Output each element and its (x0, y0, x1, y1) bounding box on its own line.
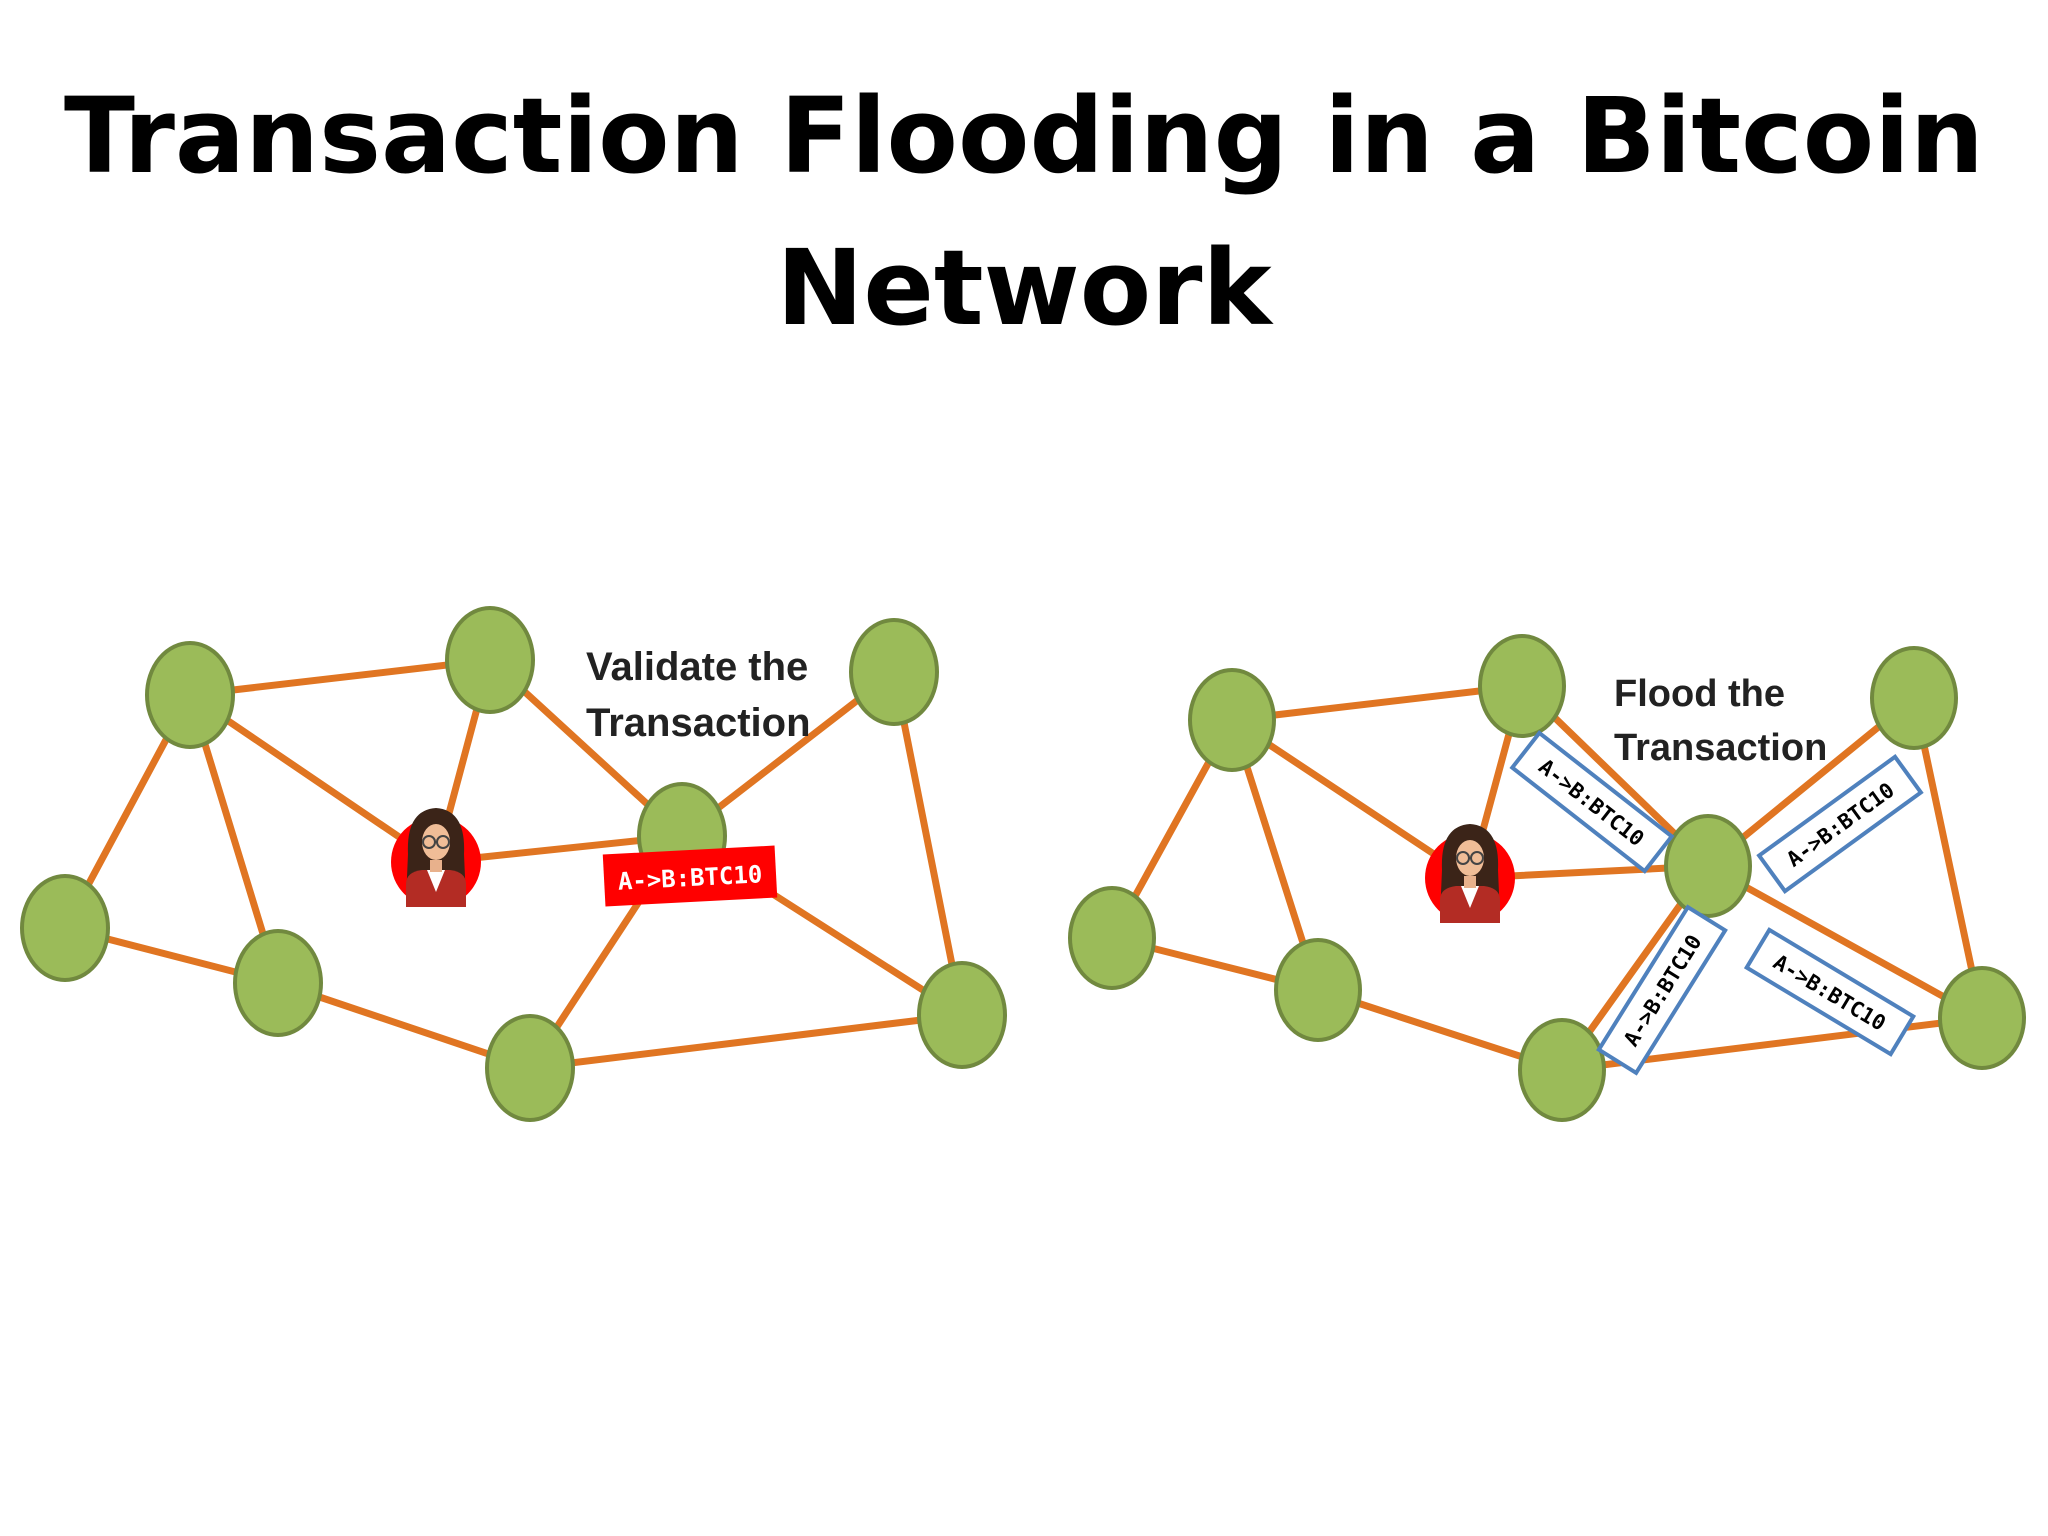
edge (1704, 862, 1986, 1022)
edge (186, 656, 494, 699)
network-node (917, 961, 1007, 1069)
title-line-2: Network (776, 227, 1272, 349)
network-node (445, 606, 535, 714)
network-node (233, 929, 323, 1037)
network-node (20, 874, 110, 982)
network-node (849, 618, 939, 726)
network-node (1068, 886, 1156, 990)
left-network: A->B:BTC10 Validate the Transaction (20, 606, 1007, 1122)
network-node (1938, 966, 2026, 1070)
edge (1228, 682, 1526, 724)
network-node (1518, 1018, 1606, 1122)
network-node (1664, 814, 1752, 918)
left-transaction-tag: A->B:BTC10 (602, 845, 778, 907)
right-network: A->B:BTC10 A->B:BTC10 A->B:BTC10 A->B:BT… (1068, 634, 2026, 1122)
edge (1910, 694, 1986, 1022)
edge (1228, 716, 1474, 882)
network-node (145, 641, 235, 749)
edge (526, 1011, 966, 1072)
network-node (1274, 938, 1362, 1042)
network-node (1478, 634, 1566, 738)
right-caption-line-1: Flood the (1614, 673, 1785, 715)
right-nodes (1068, 634, 2026, 1122)
left-caption-line-1: Validate the (586, 645, 808, 689)
network-node (1188, 668, 1276, 772)
page-title: Transaction Flooding in a Bitcoin Networ… (0, 60, 2048, 364)
left-nodes (20, 606, 1007, 1122)
edge (186, 691, 440, 866)
woman-avatar-icon (1424, 823, 1516, 924)
network-node (1870, 646, 1958, 750)
left-caption-line-2: Transaction (586, 701, 811, 745)
woman-avatar-icon (390, 807, 482, 908)
right-caption-line-2: Transaction (1614, 727, 1827, 769)
network-node (485, 1014, 575, 1122)
title-line-1: Transaction Flooding in a Bitcoin (64, 75, 1984, 197)
flood-tag: A->B:BTC10 (1756, 754, 1924, 894)
edge (890, 668, 966, 1019)
